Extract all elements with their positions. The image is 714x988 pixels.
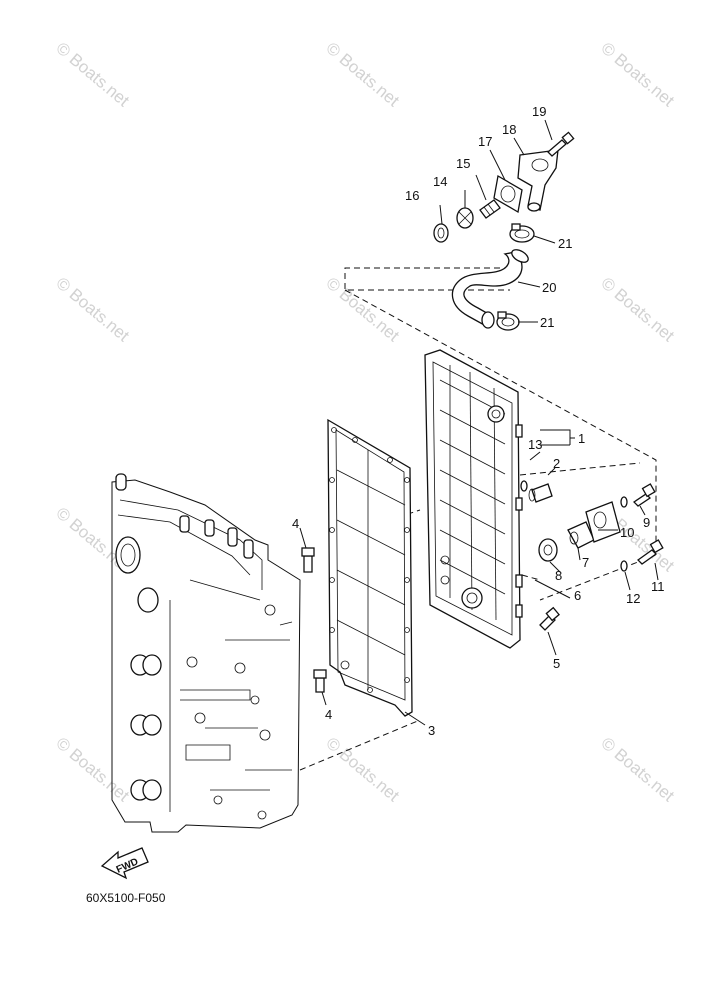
- callout-11: 11: [651, 579, 665, 594]
- seal-part-16: [433, 223, 449, 243]
- watermark: © Boats.net: [597, 734, 678, 806]
- callout-16: 16: [405, 188, 419, 203]
- watermark: © Boats.net: [597, 274, 678, 346]
- cover-part-10: [585, 501, 621, 543]
- callout-3: 3: [428, 723, 435, 738]
- callout-18: 18: [502, 122, 516, 137]
- gasket-part-3: [327, 418, 413, 717]
- callout-20: 20: [542, 280, 556, 295]
- leader-lines: [299, 119, 659, 726]
- watermark: © Boats.net: [597, 39, 678, 111]
- callout-13: 13: [528, 437, 542, 452]
- fitting-part-2: [528, 483, 553, 503]
- diagram-code: 60X5100-F050: [86, 891, 166, 905]
- callout-17: 17: [478, 134, 492, 149]
- bolt-part-4: [313, 669, 327, 693]
- engine-block: [111, 473, 301, 833]
- bolt-part-19: [547, 131, 575, 157]
- gasket-part-17: [493, 174, 523, 214]
- anode-part-8: [538, 538, 558, 562]
- watermark: © Boats.net: [322, 274, 403, 346]
- callout-9: 9: [643, 515, 650, 530]
- washer-part-12b: [620, 496, 628, 508]
- clamp-part-21: [496, 311, 520, 331]
- watermark: © Boats.net: [52, 274, 133, 346]
- bolt-part-4: [301, 547, 315, 573]
- watermark: © Boats.net: [52, 39, 133, 111]
- watermark: © Boats.net: [322, 39, 403, 111]
- callout-1: 1: [578, 431, 585, 446]
- clamp-part-21: [509, 223, 535, 243]
- callout-14: 14: [433, 174, 447, 189]
- callout-15: 15: [456, 156, 470, 171]
- elbow-housing-part-18: [517, 149, 559, 212]
- callout-21: 21: [558, 236, 572, 251]
- spring-part-15: [479, 199, 501, 219]
- callout-4: 4: [292, 516, 299, 531]
- watermark: © Boats.net: [322, 734, 403, 806]
- callout-12: 12: [626, 591, 640, 606]
- callout-19: 19: [532, 104, 546, 119]
- callout-4: 4: [325, 707, 332, 722]
- valve-part-14: [456, 207, 474, 229]
- callout-8: 8: [555, 568, 562, 583]
- fwd-arrow-icon: FWD: [100, 847, 149, 880]
- cover-plate-part-1: [424, 349, 523, 649]
- callout-7: 7: [582, 555, 589, 570]
- bolt-part-5: [539, 606, 560, 631]
- callout-5: 5: [553, 656, 560, 671]
- watermark: © Boats.net: [52, 734, 133, 806]
- hose-part-20: [451, 249, 529, 329]
- callout-21: 21: [540, 315, 554, 330]
- callout-10: 10: [620, 525, 634, 540]
- callout-2: 2: [553, 456, 560, 471]
- callout-6: 6: [574, 588, 581, 603]
- bolt-part-9: [632, 483, 656, 507]
- washer-part-12: [620, 560, 628, 572]
- oring-part-13: [520, 480, 528, 492]
- bolt-part-11: [636, 539, 664, 565]
- callout-labels: 19 18 17 15 14 16 21 20 21 1 13 2 9 10 4…: [292, 104, 665, 738]
